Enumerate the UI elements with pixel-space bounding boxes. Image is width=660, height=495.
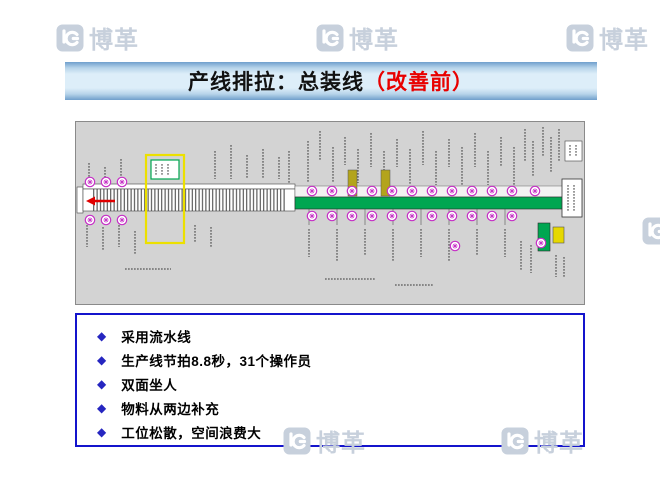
note-item: ◆ 双面坐人: [97, 372, 583, 396]
operator-station-icon: [426, 185, 438, 197]
operator-station-icon: [426, 210, 438, 222]
page-title: 产线排拉：总装线（改善前）: [188, 66, 474, 96]
note-text: 双面坐人: [121, 378, 178, 393]
page-title-main: 产线排拉：总装线: [188, 71, 364, 94]
operator-station-icon: [386, 210, 398, 222]
operator-station-icon: [506, 185, 518, 197]
note-item: ◆ 工位松散，空间浪费大: [97, 420, 583, 444]
end-station-box: [561, 140, 583, 218]
note-item: ◆ 物料从两边补充: [97, 396, 583, 420]
flow-direction-arrow-icon: [86, 196, 115, 206]
note-item: ◆ 生产线节拍8.8秒，31个操作员: [97, 348, 583, 372]
operator-station-icon: [386, 185, 398, 197]
brand-watermark: 博革: [566, 20, 649, 55]
operator-station-icon: [486, 185, 498, 197]
operator-station-icon: [346, 210, 358, 222]
operator-station-icon: [326, 210, 338, 222]
note-text: 物料从两边补充: [121, 402, 220, 417]
operator-station-icon: [406, 210, 418, 222]
brand-logo-icon: [316, 24, 344, 52]
bullet-diamond-icon: ◆: [97, 401, 107, 415]
note-text: 采用流水线: [121, 330, 192, 345]
bullet-diamond-icon: ◆: [97, 329, 107, 343]
slide-title-bar: 产线排拉：总装线（改善前）: [65, 62, 597, 100]
brand-watermark-text: 博革: [599, 27, 649, 54]
note-text: 工位松散，空间浪费大: [121, 426, 262, 441]
brand-watermark: 博革: [56, 20, 139, 55]
bullet-diamond-icon: ◆: [97, 377, 107, 391]
station-label-marks: [86, 127, 565, 286]
conveyor-section: [76, 183, 296, 214]
bullet-diamond-icon: ◆: [97, 353, 107, 367]
notes-box: ◆ 采用流水线 ◆ 生产线节拍8.8秒，31个操作员 ◆ 双面坐人 ◆ 物料从两…: [75, 313, 585, 447]
operator-station-icon: [84, 214, 96, 226]
operator-station-icon: [100, 176, 112, 188]
brand-logo-icon: [56, 24, 84, 52]
operator-station-icon: [116, 214, 128, 226]
operator-station-icon: [406, 185, 418, 197]
operator-station-icon: [306, 185, 318, 197]
layout-diagram-panel: [75, 121, 585, 305]
note-item: ◆ 采用流水线: [97, 324, 583, 348]
operator-station-icon: [326, 185, 338, 197]
bullet-diamond-icon: ◆: [97, 425, 107, 439]
operator-station-icon: [366, 185, 378, 197]
operator-station-icon: [306, 210, 318, 222]
operator-station-icon: [449, 240, 461, 252]
brand-watermark-text: 博革: [349, 27, 399, 54]
operator-station-icon: [446, 210, 458, 222]
brand-logo-icon: [642, 217, 660, 245]
operator-station-icon: [366, 210, 378, 222]
operator-station-icon: [466, 185, 478, 197]
brand-watermark-text: 博革: [89, 27, 139, 54]
operator-station-icon: [346, 185, 358, 197]
operator-station-icon: [506, 210, 518, 222]
operator-station-icon: [529, 185, 541, 197]
assembly-line-diagram: [75, 121, 585, 305]
operator-station-icon: [84, 176, 96, 188]
operator-station-icon: [446, 185, 458, 197]
brand-watermark: 博革: [642, 213, 660, 248]
operator-station-icon: [116, 176, 128, 188]
brand-watermark: 博革: [316, 20, 399, 55]
note-text: 生产线节拍8.8秒，31个操作员: [121, 354, 312, 369]
brand-logo-icon: [566, 24, 594, 52]
operator-station-icon: [486, 210, 498, 222]
page-title-highlight: （改善前）: [364, 71, 474, 94]
operator-station-icon: [100, 214, 112, 226]
operator-station-icon: [466, 210, 478, 222]
kanban-frame: [144, 153, 186, 245]
operator-station-icon: [535, 237, 547, 249]
